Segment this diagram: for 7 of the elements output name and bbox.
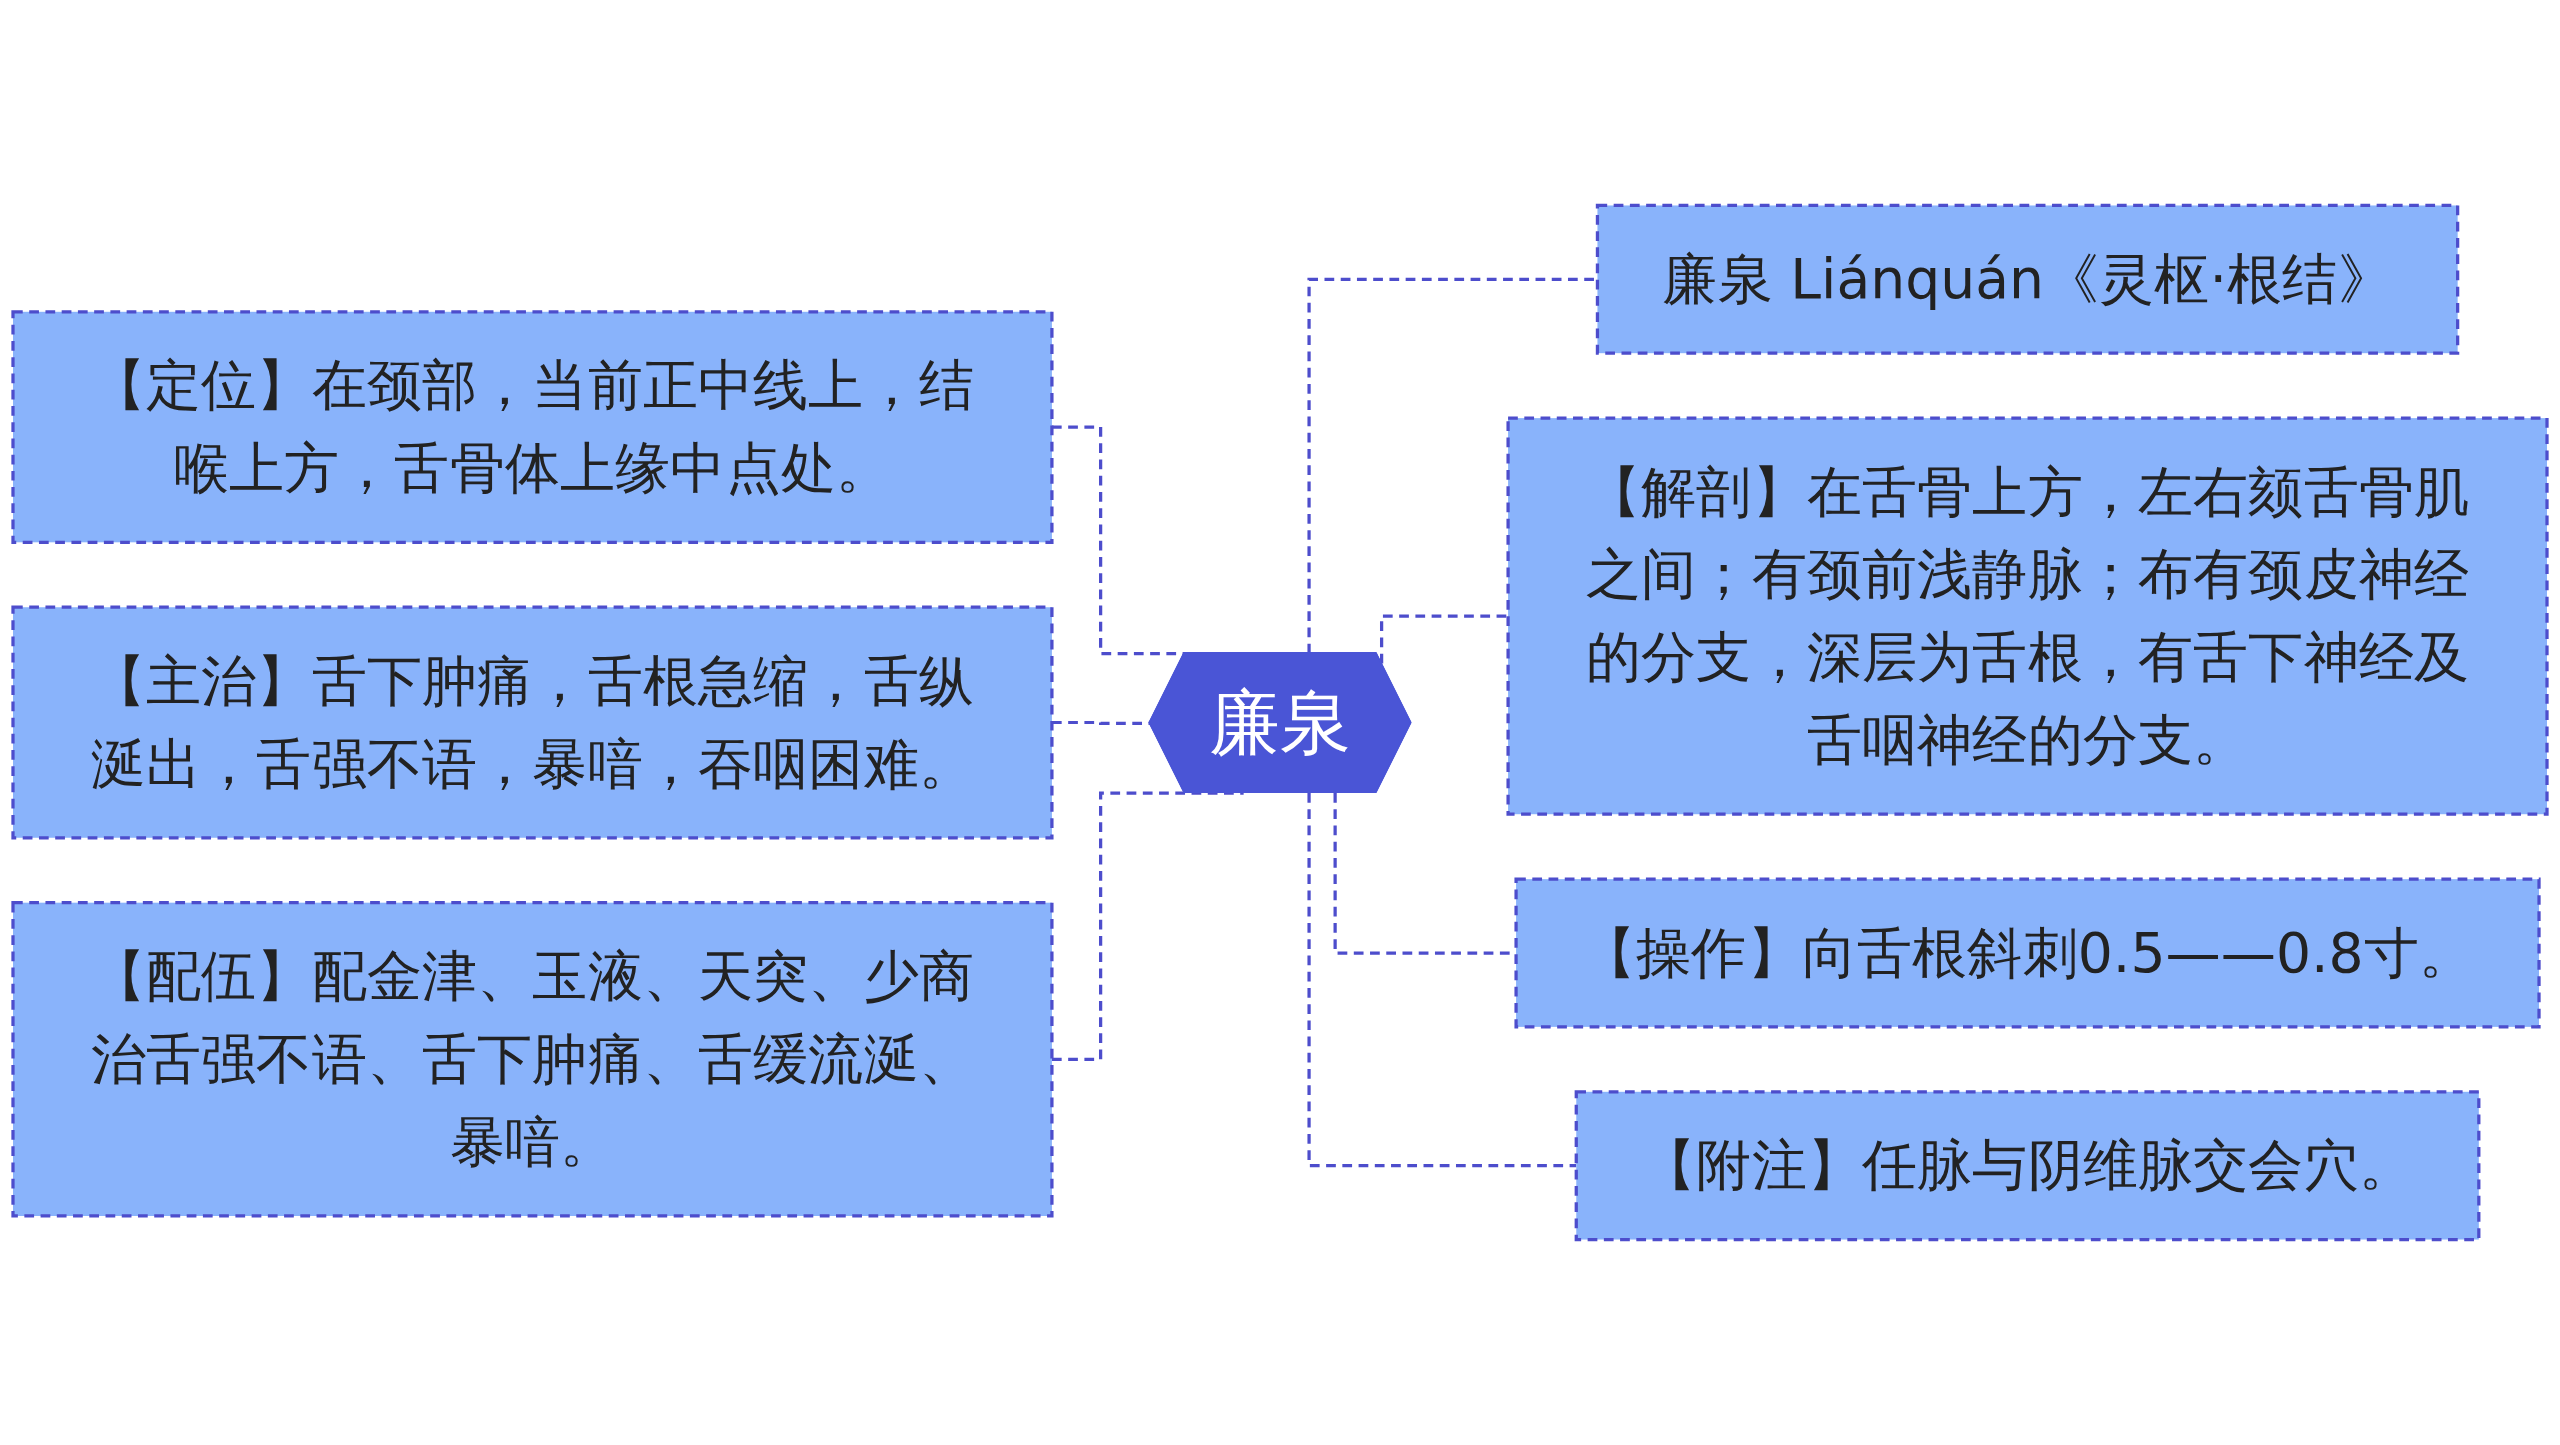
node-box: 廉泉 Liánquán《灵枢·根结》	[1595, 203, 2460, 355]
node-box: 【操作】向舌根斜刺0.5——0.8寸。	[1514, 877, 2541, 1029]
node-box: 【附注】任脉与阴维脉交会穴。	[1574, 1090, 2481, 1242]
node-box: 【主治】舌下肿痛，舌根急缩，舌纵涎出，舌强不语，暴喑，吞咽困难。	[11, 605, 1054, 840]
node-box: 【解剖】在舌骨上方，左右颏舌骨肌之间；有颈前浅静脉；布有颈皮神经的分支，深层为舌根，有舌下神经及舌咽神经的分支。	[1506, 416, 2549, 816]
node-box: 【定位】在颈部，当前正中线上，结喉上方，舌骨体上缘中点处。	[11, 310, 1054, 544]
node-box: 【配伍】配金津、玉液、天突、少商治舌强不语、舌下肿痛、舌缓流涎、暴喑。	[11, 901, 1054, 1218]
